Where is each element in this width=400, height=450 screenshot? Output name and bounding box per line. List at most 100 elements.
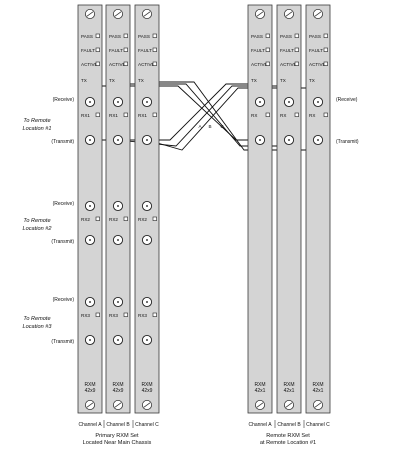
led-indicator xyxy=(265,47,270,52)
led-indicator xyxy=(265,112,270,117)
model-label: RXM xyxy=(141,382,152,388)
led-indicator xyxy=(123,33,128,38)
fiber-port xyxy=(283,96,295,108)
transmit-label: (Transmit) xyxy=(51,339,74,345)
led-indicator xyxy=(323,47,328,52)
led-label-pass: PASS xyxy=(81,34,93,39)
left-set-caption: Primary RXM Set xyxy=(95,433,139,439)
port-center xyxy=(317,139,319,141)
led-label-fault: FAULT xyxy=(81,48,95,53)
led-label-active: ACTIVE xyxy=(81,62,98,67)
rx-label: RX xyxy=(251,113,257,118)
model-number: 42x1 xyxy=(313,388,324,394)
fiber-port xyxy=(84,200,96,212)
tx-label: TX xyxy=(280,78,286,83)
screw-slot xyxy=(114,402,122,408)
port-center xyxy=(89,339,91,341)
led-indicator xyxy=(152,112,157,117)
rx-label: RX2 xyxy=(81,217,90,222)
port-center xyxy=(146,301,148,303)
model-label: RXM xyxy=(283,382,294,388)
port-center xyxy=(117,101,119,103)
fiber-port xyxy=(141,234,153,246)
module-panel xyxy=(247,4,273,414)
led-indicator xyxy=(152,47,157,52)
port-center xyxy=(117,339,119,341)
port-center xyxy=(89,239,91,241)
port-center xyxy=(146,339,148,341)
port-center xyxy=(89,205,91,207)
port-center xyxy=(146,139,148,141)
fiber-port xyxy=(312,134,324,146)
fiber-port xyxy=(112,96,124,108)
fiber-port xyxy=(84,96,96,108)
led-indicator xyxy=(123,216,128,221)
channel-label: Channel B xyxy=(106,422,130,428)
led-indicator xyxy=(152,216,157,221)
rx-label: RX2 xyxy=(138,217,147,222)
screw-slot xyxy=(256,11,264,17)
led-indicator xyxy=(152,33,157,38)
receive-label: (Receive) xyxy=(53,297,75,303)
port-center xyxy=(288,139,290,141)
port-center xyxy=(117,239,119,241)
fiber-port xyxy=(283,134,295,146)
led-indicator xyxy=(95,61,100,66)
led-indicator xyxy=(95,312,100,317)
led-indicator xyxy=(123,312,128,317)
model-number: 42x1 xyxy=(255,388,266,394)
location-label: To Remote xyxy=(23,316,50,322)
channel-label: Channel B xyxy=(277,422,301,428)
port-center xyxy=(259,101,261,103)
port-center xyxy=(317,101,319,103)
led-indicator xyxy=(294,33,299,38)
tx-label: TX xyxy=(81,78,87,83)
led-indicator xyxy=(323,112,328,117)
screw-slot xyxy=(114,11,122,17)
rx-label: RX1 xyxy=(138,113,147,118)
crossover-label: A xyxy=(198,124,202,129)
model-number: 42x9 xyxy=(113,388,124,394)
port-center xyxy=(259,139,261,141)
transmit-label: (Transmit) xyxy=(336,139,359,145)
led-label-pass: PASS xyxy=(138,34,150,39)
fiber-port xyxy=(254,96,266,108)
port-center xyxy=(288,101,290,103)
receive-label: (Receive) xyxy=(53,201,75,207)
port-center xyxy=(89,301,91,303)
fiber-port xyxy=(141,296,153,308)
tx-label: TX xyxy=(109,78,115,83)
model-label: RXM xyxy=(112,382,123,388)
transmit-label: (Transmit) xyxy=(51,239,74,245)
tx-label: TX xyxy=(251,78,257,83)
fiber-port xyxy=(112,200,124,212)
fiber-port xyxy=(112,334,124,346)
tx-label: TX xyxy=(138,78,144,83)
screw-slot xyxy=(314,402,322,408)
location-label-line2: Location #1 xyxy=(23,126,52,132)
channel-label: Channel A xyxy=(248,422,272,428)
led-label-fault: FAULT xyxy=(309,48,323,53)
right-set-caption-line2: at Remote Location #1 xyxy=(260,440,316,446)
fiber-port xyxy=(254,134,266,146)
led-indicator xyxy=(123,47,128,52)
fiber-port xyxy=(141,200,153,212)
channel-label: Channel C xyxy=(306,422,330,428)
led-label-active: ACTIVE xyxy=(109,62,126,67)
fiber-port xyxy=(312,96,324,108)
module-panel xyxy=(305,4,331,414)
led-indicator xyxy=(95,216,100,221)
screw-slot xyxy=(285,11,293,17)
fiber-port xyxy=(84,134,96,146)
fiber-port xyxy=(141,96,153,108)
crossover-label: C xyxy=(220,124,224,129)
right-set-caption: Remote RXM Set xyxy=(266,433,310,439)
location-label: To Remote xyxy=(23,118,50,124)
fiber-port xyxy=(84,234,96,246)
screw-slot xyxy=(86,11,94,17)
